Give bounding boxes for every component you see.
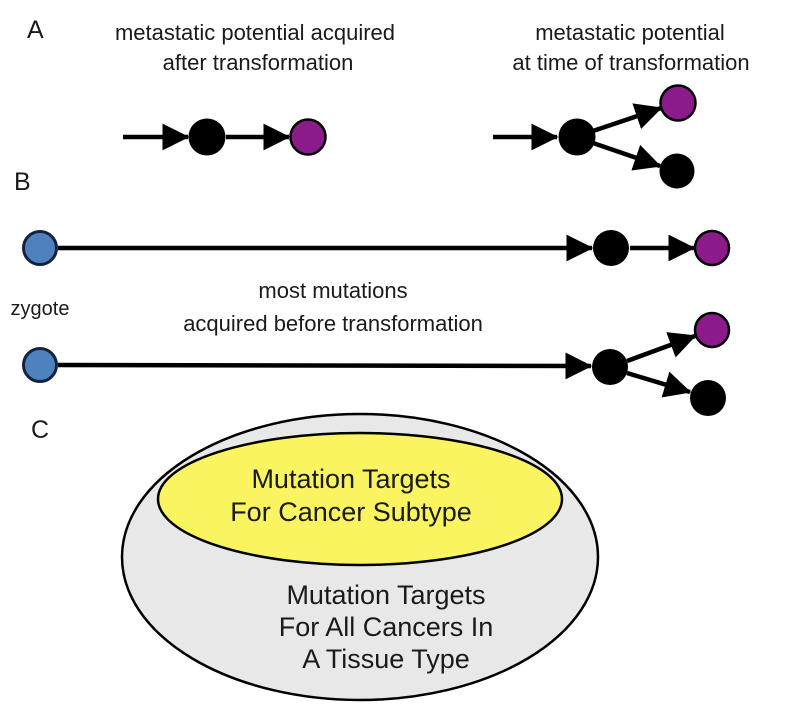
panel-b-row1 (22, 229, 731, 267)
panel-b-center-text-line1: most mutations (258, 278, 407, 303)
metastatic-cell-node (693, 311, 731, 349)
non-metastatic-cell-node (690, 380, 726, 416)
panel-a-left-title-line1: metastatic potential acquired (115, 20, 395, 45)
branch-arrow-down (626, 370, 692, 398)
branch-arrow-down (592, 140, 662, 171)
transformed-cell-node (592, 349, 628, 385)
panel-b: B zygote most mutations acquired before … (11, 168, 731, 416)
all-cancers-text-line3: A Tissue Type (302, 644, 470, 674)
subtype-text-line2: For Cancer Subtype (230, 497, 472, 527)
panel-a-right-title-line1: metastatic potential (535, 20, 725, 45)
panel-c: C Mutation Targets For Cancer Subtype Mu… (31, 412, 600, 702)
panel-a-left-title-line2: after transformation (163, 50, 354, 75)
transformed-cell-node (558, 118, 596, 156)
long-progression-arrow (57, 352, 593, 380)
metastatic-cell-node (693, 229, 731, 267)
panel-b-center-text-line2: acquired before transformation (183, 311, 483, 336)
branch-arrow-up (626, 332, 697, 364)
all-cancers-text-line2: For All Cancers In (279, 612, 494, 642)
zygote-node (22, 230, 58, 266)
subtype-text-line1: Mutation Targets (251, 464, 450, 494)
non-metastatic-cell-node (659, 153, 695, 189)
panel-a-right-diagram (493, 84, 697, 189)
metastatic-cell-node (289, 118, 327, 156)
cancer-subtype-ellipse (156, 431, 564, 567)
panel-a: A metastatic potential acquired after tr… (27, 16, 750, 189)
panel-a-left-diagram (123, 118, 327, 156)
panel-b-label: B (14, 168, 31, 196)
transformed-cell-node (188, 118, 226, 156)
transformed-cell-node (593, 230, 629, 266)
panel-a-label: A (27, 16, 44, 44)
metastatic-cell-node (659, 84, 697, 122)
panel-b-row2 (22, 311, 731, 416)
panel-a-right-title-line2: at time of transformation (512, 50, 749, 75)
zygote-label: zygote (11, 298, 70, 320)
panel-c-label: C (31, 416, 49, 444)
branch-arrow-up (592, 103, 663, 134)
zygote-node (22, 347, 58, 383)
all-cancers-text-line1: Mutation Targets (286, 580, 485, 610)
